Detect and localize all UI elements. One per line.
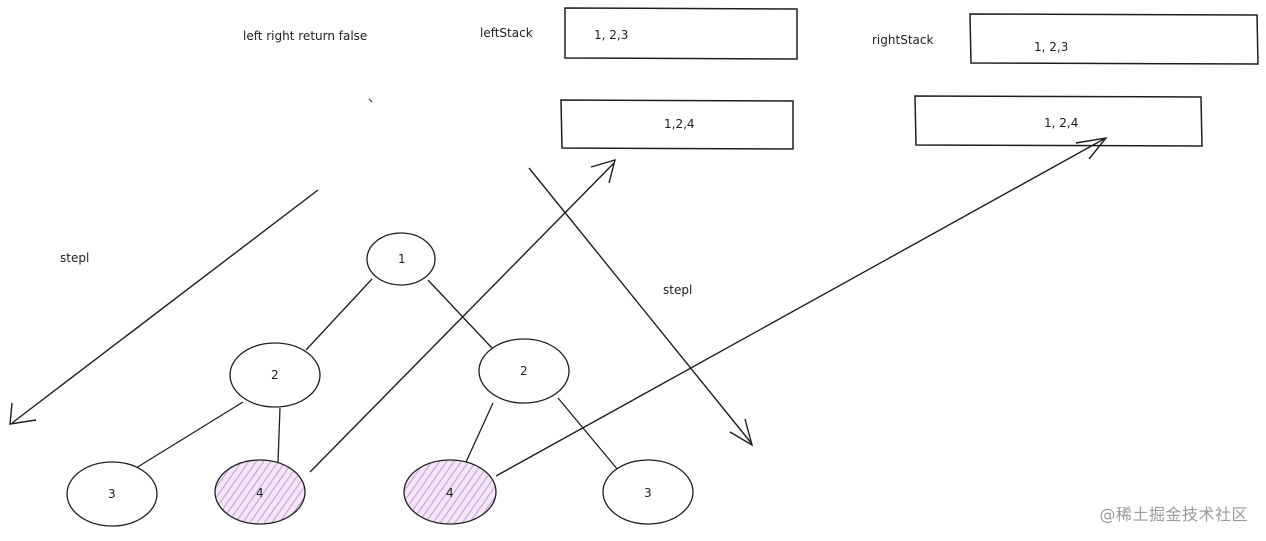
left-stack-top-value: 1, 2,3 xyxy=(594,28,628,42)
right-stack-bottom-value: 1, 2,4 xyxy=(1044,116,1078,130)
left-stack-bottom-value: 1,2,4 xyxy=(664,117,695,131)
watermark: @稀土掘金技术社区 xyxy=(1099,505,1248,524)
left-push-arrow xyxy=(309,158,616,473)
node-right-right-leaf: 3 xyxy=(602,459,694,525)
left-stack-bottom-box: 1,2,4 xyxy=(560,99,794,150)
edge-right-leftleaf xyxy=(465,402,494,463)
node-root-label: 1 xyxy=(398,252,406,266)
node-right-left-leaf-label: 4 xyxy=(446,486,454,500)
edge-root-right xyxy=(427,279,493,349)
edge-root-left xyxy=(305,278,373,351)
right-stack-label: rightStack xyxy=(872,33,933,47)
node-left-left-leaf-label: 3 xyxy=(108,487,116,501)
edge-left-leftleaf xyxy=(135,401,244,469)
node-left-left-leaf: 3 xyxy=(66,461,158,527)
node-left-right-leaf-label: 4 xyxy=(256,486,264,500)
step-left-arrow xyxy=(9,189,319,425)
node-right-child: 2 xyxy=(478,338,570,404)
node-root: 1 xyxy=(366,232,436,286)
step-right-arrow xyxy=(528,167,754,447)
node-right-left-leaf-highlighted: 4 xyxy=(403,459,497,525)
stray-mark xyxy=(368,98,373,103)
left-stack-top-box: 1, 2,3 xyxy=(564,7,798,60)
right-push-arrow xyxy=(495,137,1108,477)
node-right-child-label: 2 xyxy=(520,364,528,378)
right-stack-bottom-box: 1, 2,4 xyxy=(914,95,1203,147)
tree-edges xyxy=(135,278,619,471)
step-right-label: stepl xyxy=(663,283,692,297)
right-stack-top-box: 1, 2,3 xyxy=(969,13,1259,65)
right-stack-top-value: 1, 2,3 xyxy=(1034,40,1068,54)
node-left-right-leaf-highlighted: 4 xyxy=(214,459,306,525)
edge-left-rightleaf xyxy=(277,407,281,463)
node-right-right-leaf-label: 3 xyxy=(644,486,652,500)
edge-right-rightleaf xyxy=(557,397,619,471)
note-text: left right return false xyxy=(243,29,367,43)
step-left-label: stepl xyxy=(60,251,89,265)
node-left-child: 2 xyxy=(229,342,321,408)
node-left-child-label: 2 xyxy=(271,368,279,382)
left-stack-label: leftStack xyxy=(480,26,533,40)
